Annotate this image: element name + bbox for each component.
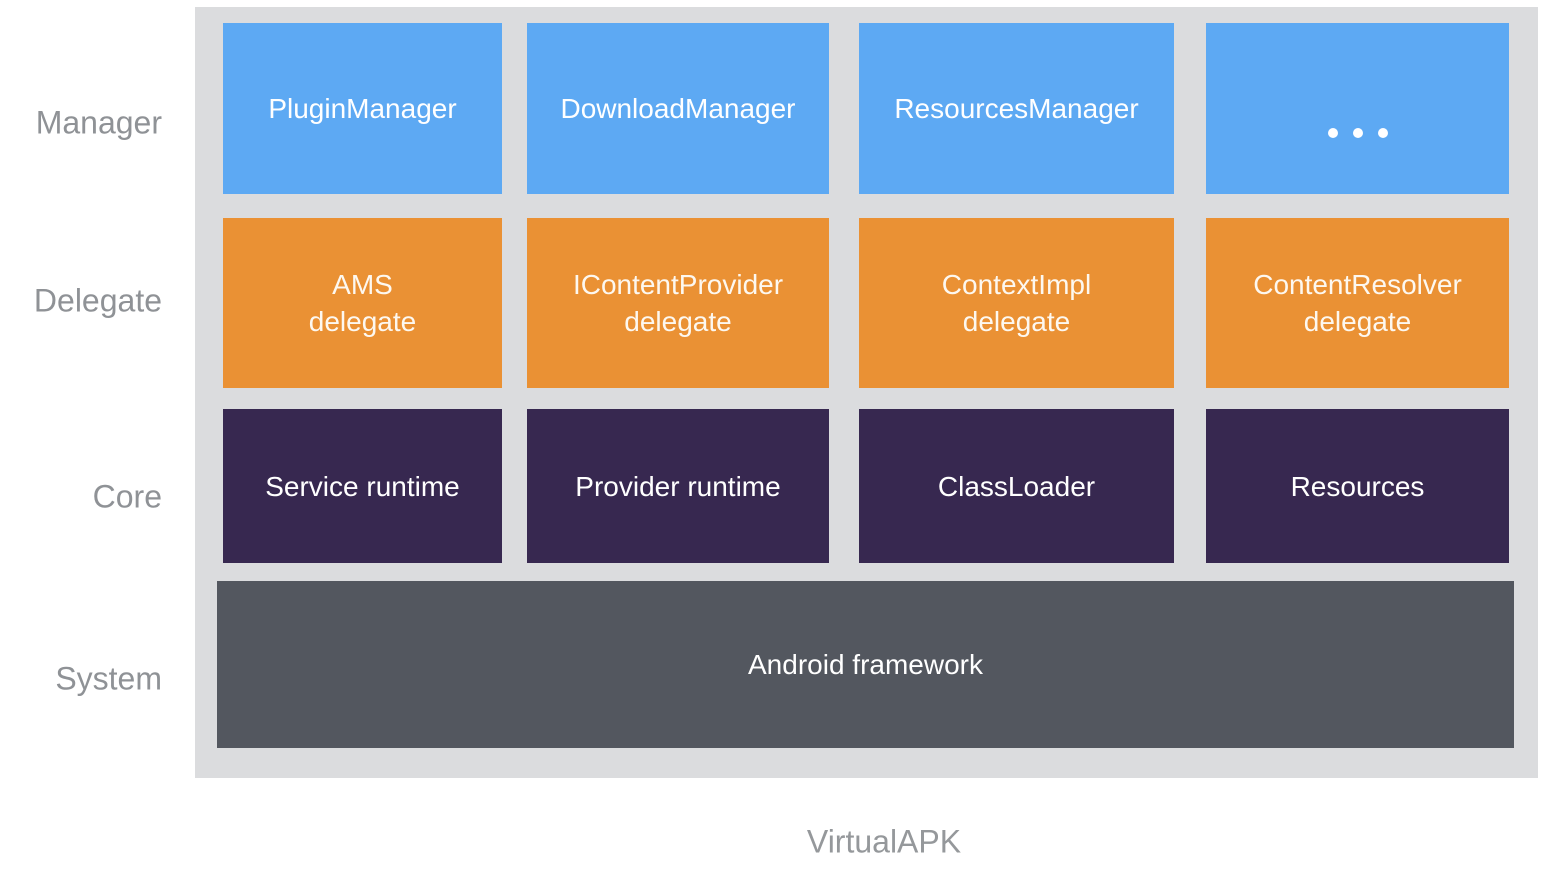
box-resources-manager: ResourcesManager <box>859 23 1174 194</box>
row-label-core: Core <box>92 478 162 515</box>
box-label-line: AMS <box>332 269 393 300</box>
box-icontentprovider-delegate: IContentProvider delegate <box>527 218 829 388</box>
box-label: ClassLoader <box>937 470 1096 502</box>
box-label-line: delegate <box>962 306 1071 337</box>
box-contentresolver-delegate: ContentResolver delegate <box>1206 218 1509 388</box>
box-label: DownloadManager <box>560 93 796 124</box>
row-label-system: System <box>55 660 162 697</box>
box-download-manager: DownloadManager <box>527 23 829 194</box>
box-resources: Resources <box>1206 409 1509 563</box>
box-label: PluginManager <box>268 93 457 124</box>
diagram-panel: PluginManager DownloadManager ResourcesM… <box>195 7 1538 778</box>
box-label-line: IContentProvider <box>572 269 784 300</box>
box-manager-more <box>1206 23 1509 194</box>
box-label-line: delegate <box>308 306 417 337</box>
box-android-framework: Android framework <box>217 581 1514 748</box>
box-label: Android framework <box>748 649 983 680</box>
ellipsis-icon <box>1327 127 1388 138</box>
box-classloader: ClassLoader <box>859 409 1174 563</box>
diagram-caption: VirtualAPK <box>806 823 962 860</box>
box-ams-delegate: AMS delegate <box>223 218 502 388</box>
box-label-line: delegate <box>624 306 732 337</box>
box-label-line: delegate <box>1303 306 1412 337</box>
box-contextimpl-delegate: ContextImpl delegate <box>859 218 1174 388</box>
row-label-delegate: Delegate <box>33 282 162 319</box>
box-label: Resources <box>1290 470 1425 502</box>
box-service-runtime: Service runtime <box>223 409 502 563</box>
box-label-line: ContextImpl <box>941 269 1092 300</box>
box-provider-runtime: Provider runtime <box>527 409 829 563</box>
box-plugin-manager: PluginManager <box>223 23 502 194</box>
box-label-line: ContentResolver <box>1253 269 1462 300</box>
box-label: Provider runtime <box>575 470 781 502</box>
row-label-manager: Manager <box>35 104 162 141</box>
box-label: Service runtime <box>265 470 460 502</box>
box-label: ResourcesManager <box>894 93 1139 124</box>
